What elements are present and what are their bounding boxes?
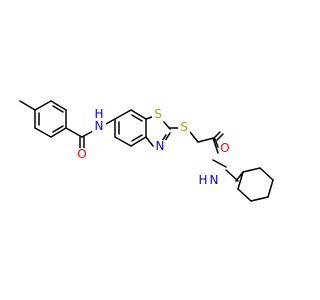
bond <box>216 133 224 141</box>
bond <box>163 121 171 130</box>
thioether-s-label: S <box>180 120 188 134</box>
bond <box>65 127 83 138</box>
bond <box>52 105 64 113</box>
amide-h-label: H <box>94 107 103 121</box>
bond <box>50 127 67 138</box>
bond <box>242 167 261 173</box>
bond <box>34 127 52 138</box>
atom-labels: N H O S N S O N H <box>76 107 231 187</box>
bond <box>267 179 274 198</box>
bond <box>212 159 227 168</box>
amide-n-label: N <box>95 119 104 133</box>
bond <box>237 171 244 190</box>
bond <box>50 100 67 111</box>
bond <box>237 188 252 202</box>
bond <box>19 100 36 111</box>
bond <box>189 131 199 143</box>
bond <box>130 109 147 120</box>
thiazole-n-label: N <box>156 139 165 153</box>
bond <box>114 136 132 147</box>
bond <box>130 136 147 147</box>
bond <box>214 138 219 148</box>
bonds <box>19 100 274 202</box>
thiazole-s-label: S <box>154 107 162 121</box>
amide-n-label: N <box>210 173 219 187</box>
bond <box>34 100 52 111</box>
bond <box>145 116 153 120</box>
bond <box>114 109 132 120</box>
bond <box>81 130 94 138</box>
bond <box>250 196 269 202</box>
bond <box>225 169 239 182</box>
bond <box>164 132 171 142</box>
bond <box>145 136 154 147</box>
bond <box>197 137 215 143</box>
molecule-diagram: N H O S N S O N H <box>19 100 274 202</box>
carbonyl-o-label: O <box>220 141 229 155</box>
bond <box>259 167 274 181</box>
bond <box>213 131 221 139</box>
amide-h-label: H <box>198 173 207 187</box>
bond <box>131 114 143 122</box>
structure-svg: N H O S N S O N H <box>19 100 274 202</box>
carbonyl-o-label: O <box>77 147 86 161</box>
bond <box>212 137 219 154</box>
bond <box>131 134 143 142</box>
bond <box>52 125 64 133</box>
